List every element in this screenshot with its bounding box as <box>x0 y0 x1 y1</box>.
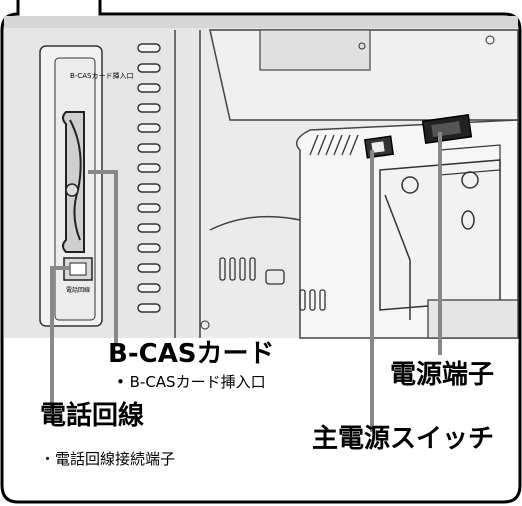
label-b-cas-card-slot: • B-CASカード挿入口 <box>116 373 266 391</box>
leader-phone <box>50 266 70 412</box>
label-power-terminal: 電源端子 <box>390 360 494 390</box>
label-phone-line-port: ・電話回線接続端子 <box>40 450 175 468</box>
card-slot-marking: B-CASカード挿入口 <box>70 71 133 80</box>
label-main-power-switch: 主電源スイッチ <box>312 424 494 454</box>
b-cas-card-slot <box>62 111 85 253</box>
label-b-cas-card: B-CASカード <box>108 339 275 369</box>
phone-port-marking: 電話回線 <box>66 286 90 294</box>
leader-bcas <box>88 170 118 345</box>
leader-lines <box>50 132 442 432</box>
vent-slots <box>137 43 161 313</box>
label-phone-line: 電話回線 <box>40 400 144 431</box>
